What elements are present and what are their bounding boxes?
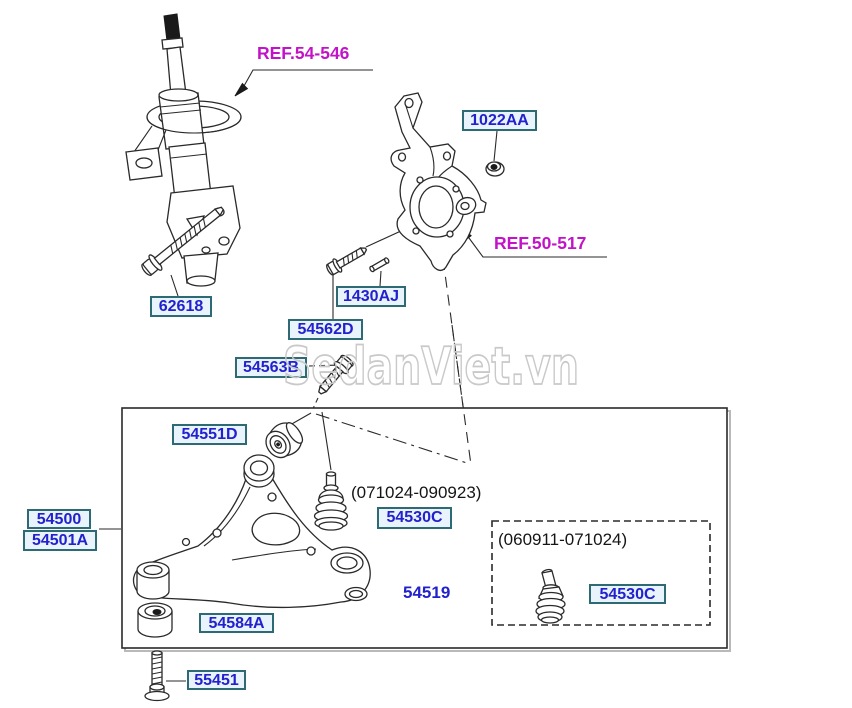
- part-label-54551d[interactable]: 54551D: [172, 424, 247, 445]
- part-label-54584a[interactable]: 54584A: [199, 613, 274, 633]
- old-version-box: [491, 520, 711, 626]
- part-label-54562d[interactable]: 54562D: [288, 319, 363, 340]
- ball-joint-old-drawing: [535, 568, 566, 624]
- bolt-62618-drawing: [141, 206, 224, 276]
- strut-drawing: [125, 13, 242, 287]
- ref-label-strut[interactable]: REF.54-546: [257, 43, 350, 63]
- date-range-new: (071024-090923): [351, 483, 482, 502]
- part-label-54519[interactable]: 54519: [403, 583, 451, 602]
- bolt-55451-drawing: [144, 650, 170, 702]
- bushing-54584a-drawing: [137, 602, 173, 638]
- bolt-54563b-drawing: [318, 354, 354, 395]
- nut-drawing: [485, 161, 505, 177]
- ref-label-knuckle[interactable]: REF.50-517: [494, 233, 587, 253]
- knuckle-drawing: [390, 92, 487, 271]
- part-label-1022aa[interactable]: 1022AA: [462, 110, 537, 131]
- ball-joint-new-drawing: [313, 471, 349, 531]
- control-arm-drawing: [132, 454, 371, 609]
- part-label-54500[interactable]: 54500: [27, 509, 91, 529]
- part-label-54563b[interactable]: 54563B: [235, 357, 307, 378]
- snap-ring-drawing: [344, 586, 368, 602]
- pin-1430aj-drawing: [369, 257, 390, 273]
- part-label-62618[interactable]: 62618: [150, 296, 212, 317]
- bushing-54551d-drawing: [265, 422, 304, 459]
- part-label-54530c-old[interactable]: 54530C: [589, 584, 666, 604]
- part-label-55451[interactable]: 55451: [187, 670, 246, 690]
- date-range-old: (060911-071024): [498, 530, 628, 549]
- part-label-54501a[interactable]: 54501A: [23, 530, 97, 551]
- bolt-54562d-drawing: [326, 247, 368, 276]
- part-label-54530c-new[interactable]: 54530C: [377, 507, 452, 529]
- part-label-1430aj[interactable]: 1430AJ: [336, 286, 406, 307]
